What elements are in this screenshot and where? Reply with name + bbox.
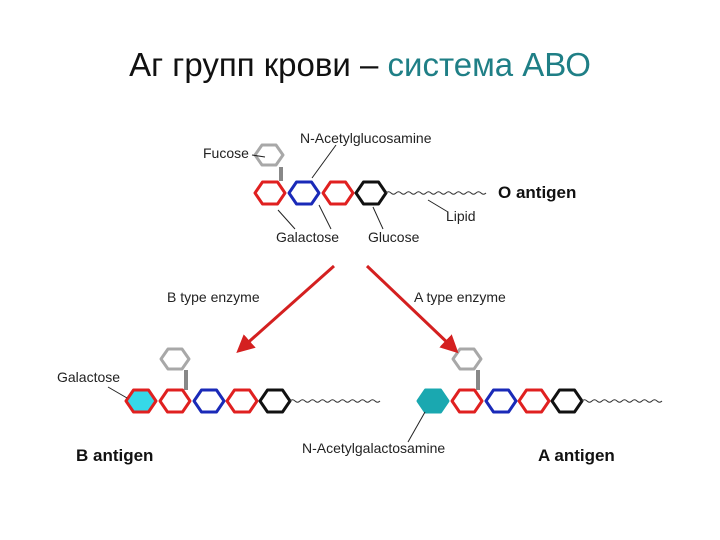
leader-n-acetylgalactosamine — [407, 411, 426, 443]
galactose-hexagon — [517, 388, 551, 414]
label-o-antigen: O antigen — [498, 183, 576, 202]
fucose-hexagon — [159, 347, 191, 371]
fucose-hexagon — [451, 347, 483, 371]
leader-galactose-left — [107, 386, 128, 399]
label-n-acetylgalactosamine: N-Acetylgalactosamine — [302, 440, 445, 456]
a-enzyme-arrow — [365, 264, 459, 354]
label-glucose: Glucose — [368, 229, 420, 245]
label-a-type-enzyme: A type enzyme — [414, 289, 506, 305]
glucose-hexagon — [550, 388, 584, 414]
leader-lipid — [427, 199, 449, 213]
n-acetylglucosamine-hexagon — [484, 388, 518, 414]
lipid-tail — [289, 399, 381, 403]
galactose-hexagon — [450, 388, 484, 414]
a-antigen-chain — [416, 347, 663, 414]
added-n-acetylgalactosamine-hexagon — [416, 388, 450, 414]
slide-title: Аг групп крови – система АВО — [0, 46, 720, 84]
title-accent: система АВО — [387, 46, 591, 83]
label-n-acetylglucosamine: N-Acetylglucosamine — [300, 130, 432, 146]
leader-glucose — [372, 206, 384, 230]
n-acetylglucosamine-hexagon — [192, 388, 226, 414]
n-acetylglucosamine-hexagon — [287, 180, 321, 206]
added-galactose-hexagon — [124, 388, 158, 414]
leader-n-acetylglucosamine — [311, 144, 337, 179]
label-b-antigen: B antigen — [76, 446, 153, 465]
galactose-hexagon — [225, 388, 259, 414]
lipid-tail — [581, 399, 663, 403]
o-antigen-chain — [253, 143, 487, 206]
label-fucose: Fucose — [203, 145, 249, 161]
label-galactose-top: Galactose — [276, 229, 339, 245]
label-galactose-left: Galactose — [57, 369, 120, 385]
fucose-hexagon — [253, 143, 285, 167]
label-a-antigen: A antigen — [538, 446, 615, 465]
b-enzyme-arrow — [236, 264, 335, 353]
glucose-hexagon — [354, 180, 388, 206]
label-b-type-enzyme: B type enzyme — [167, 289, 260, 305]
leader-fucose — [251, 154, 266, 158]
title-main: Аг групп крови – — [129, 46, 388, 83]
b-antigen-chain — [124, 347, 381, 414]
galactose-hexagon — [158, 388, 192, 414]
leader-galactose-top — [277, 209, 296, 230]
leader-lines — [107, 144, 449, 443]
galactose-hexagon — [321, 180, 355, 206]
label-lipid: Lipid — [446, 208, 476, 224]
lipid-tail — [385, 191, 487, 195]
leader-galactose-top-2 — [318, 204, 332, 230]
galactose-hexagon — [253, 180, 287, 206]
glucose-hexagon — [258, 388, 292, 414]
